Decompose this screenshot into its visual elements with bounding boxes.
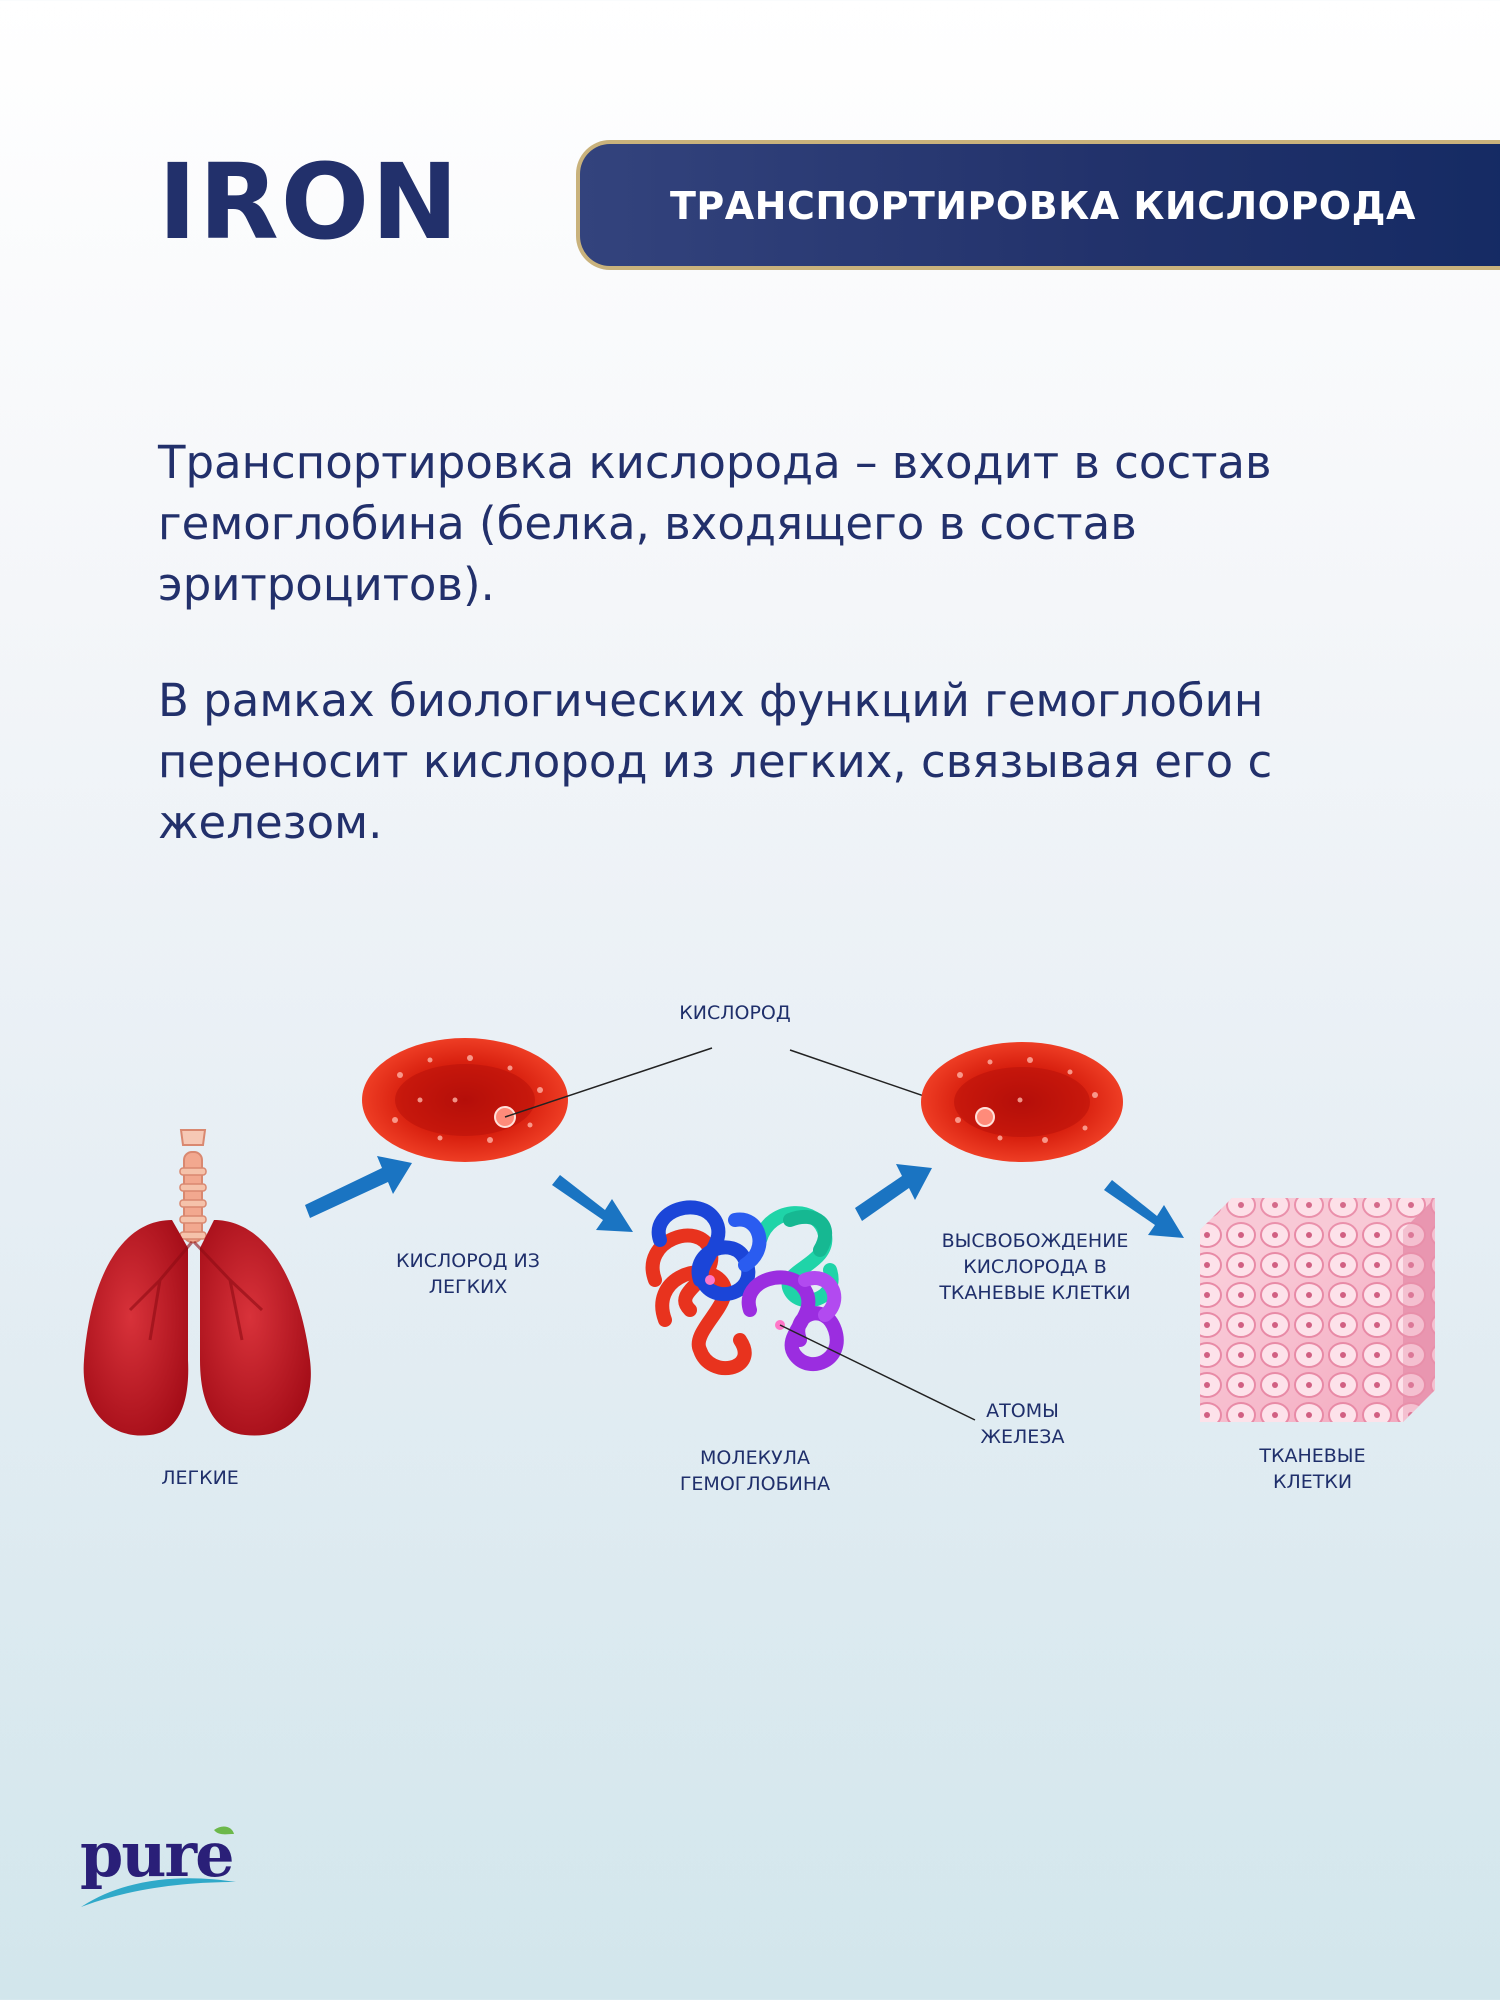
label-hemoglobin-molecule: МОЛЕКУЛА ГЕМОГЛОБИНА bbox=[679, 1447, 831, 1495]
lungs-illustration bbox=[83, 1129, 311, 1436]
logo-wordmark: pure bbox=[80, 1818, 235, 1891]
arrow-hemoglobin-to-cell bbox=[855, 1164, 932, 1221]
hemoglobin-molecule bbox=[645, 1200, 844, 1375]
intro-paragraph: Транспортировка кислорода – входит в сос… bbox=[158, 436, 1272, 611]
label-tissue-cells: ТКАНЕВЫЕ КЛЕТКИ bbox=[1259, 1445, 1366, 1493]
function-paragraph: В рамках биологических функций гемоглоби… bbox=[158, 674, 1273, 849]
label-oxygen-from-lungs: КИСЛОРОД ИЗ ЛЕГКИХ bbox=[396, 1250, 540, 1298]
leader-oxygen-left bbox=[504, 1047, 713, 1118]
pure-logo: pure bbox=[76, 1818, 246, 1912]
arrow-cell-to-tissue bbox=[1104, 1180, 1184, 1238]
brand-title: IRON bbox=[158, 141, 461, 263]
red-blood-cell-right bbox=[921, 1042, 1123, 1162]
label-lungs: ЛЕГКИЕ bbox=[161, 1467, 239, 1489]
oxygen-transport-diagram: КИСЛОРОД КИСЛОРОД ИЗ ЛЕГКИХ ВЫСВОБОЖДЕНИ… bbox=[0, 980, 1500, 1520]
arrow-lungs-to-cell bbox=[305, 1156, 412, 1218]
label-oxygen: КИСЛОРОД bbox=[679, 1002, 791, 1024]
logo-swoosh bbox=[81, 1826, 236, 1907]
section-header-label: ТРАНСПОРТИРОВКА КИСЛОРОДА bbox=[670, 184, 1416, 228]
diagram-graphics bbox=[83, 1038, 1435, 1436]
section-header-pill: ТРАНСПОРТИРОВКА КИСЛОРОДА bbox=[576, 140, 1500, 270]
label-oxygen-release: ВЫСВОБОЖДЕНИЕ КИСЛОРОДА В ТКАНЕВЫЕ КЛЕТК… bbox=[939, 1230, 1131, 1304]
arrow-cell-to-hemoglobin bbox=[552, 1175, 633, 1232]
red-blood-cell-left bbox=[362, 1038, 568, 1162]
leader-iron-atoms bbox=[779, 1324, 976, 1421]
tissue-cells-cube bbox=[1200, 1198, 1435, 1422]
label-iron-atoms: АТОМЫ ЖЕЛЕЗА bbox=[980, 1400, 1065, 1448]
